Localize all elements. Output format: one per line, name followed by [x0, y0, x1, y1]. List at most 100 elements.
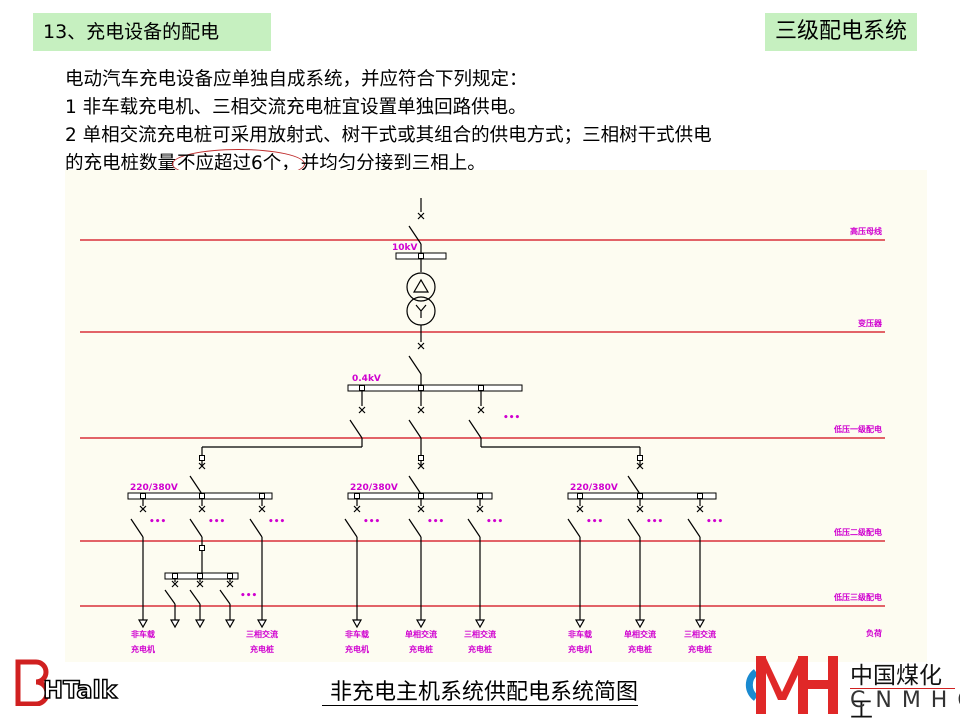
connection-node	[172, 573, 178, 579]
load-arrow-icon	[137, 619, 149, 629]
bus-10kv-label: 10kV	[392, 243, 418, 253]
ellipsis: •••	[268, 517, 285, 527]
load-arrow-icon	[634, 619, 646, 629]
ellipsis: •••	[503, 413, 520, 423]
breaker-x-icon	[696, 505, 704, 513]
switch-blade	[408, 419, 422, 439]
load-label-line2: 充电机	[131, 644, 155, 654]
switch-blade	[408, 518, 422, 538]
switch-blade	[249, 518, 263, 538]
load-arrow-icon	[224, 619, 236, 629]
ellipsis: •••	[646, 517, 663, 527]
figure-caption: 非充电主机系统供配电系统简图	[0, 674, 960, 706]
load-label-line2: 充电桩	[688, 644, 712, 654]
breaker-x-icon	[417, 505, 425, 513]
switch-blade	[189, 589, 201, 605]
switch-blade	[349, 419, 363, 439]
logo-en-text: CNMHG	[850, 688, 960, 713]
level-label-4: 低压三级配电	[833, 592, 882, 602]
connection-node	[418, 253, 424, 259]
load-arrow-icon	[415, 619, 427, 629]
bus-220v-label: 220/380V	[130, 483, 178, 493]
breaker-x-icon	[258, 505, 266, 513]
switch-blade	[627, 518, 641, 538]
breaker-x-icon	[417, 406, 425, 414]
load-label-line2: 充电桩	[409, 644, 433, 654]
switch-blade	[130, 518, 144, 538]
body-line-2: 1 非车载充电机、三相交流充电桩宜设置单独回路供电。	[65, 97, 527, 118]
load-label-line1: 三相交流	[684, 629, 716, 639]
breaker-x-icon	[353, 505, 361, 513]
connection-node	[199, 455, 205, 461]
load-arrow-icon	[169, 619, 181, 629]
connection-node	[577, 493, 583, 499]
level-label-0: 高压母线	[850, 226, 882, 236]
topic-tag: 三级配电系统	[764, 13, 917, 51]
connection-node	[477, 493, 483, 499]
ellipsis: •••	[706, 517, 723, 527]
switch-blade	[468, 419, 482, 439]
svg-text:HTalk: HTalk	[43, 676, 118, 704]
load-label-line1: 单相交流	[405, 629, 437, 639]
connection-node	[637, 493, 643, 499]
ellipsis: •••	[486, 517, 503, 527]
switch-blade	[687, 518, 701, 538]
bhtalk-logo: HTalk	[15, 659, 119, 706]
breaker-x-icon	[198, 462, 206, 470]
body-line-4: 的充电桩数量不应超过6个，并均匀分接到三相上。	[65, 149, 712, 179]
breaker-x-icon	[417, 342, 425, 350]
load-arrow-icon	[574, 619, 586, 629]
load-label-line2: 充电机	[345, 644, 369, 654]
ellipsis: •••	[149, 517, 166, 527]
switch-blade	[467, 518, 481, 538]
breaker-x-icon	[477, 406, 485, 414]
load-arrow-icon	[194, 619, 206, 629]
breaker-x-icon	[198, 505, 206, 513]
load-arrow-icon	[694, 619, 706, 629]
connection-node	[418, 385, 424, 391]
breaker-x-icon	[576, 505, 584, 513]
load-arrow-icon	[474, 619, 486, 629]
body-line-4a: 的充电桩数量	[65, 153, 177, 174]
connection-node	[227, 573, 233, 579]
load-label-line2: 充电桩	[250, 644, 274, 654]
level-label-1: 变压器	[858, 318, 883, 328]
bus-220v-label: 220/380V	[570, 483, 618, 493]
cnmhg-logo: 中国煤化工 CNMHG	[742, 652, 960, 723]
breaker-x-icon	[196, 580, 204, 588]
ellipsis: •••	[240, 591, 257, 601]
load-label-line1: 三相交流	[464, 629, 496, 639]
ellipsis: •••	[427, 517, 444, 527]
switch-blade	[189, 475, 203, 495]
ellipsis: •••	[208, 517, 225, 527]
switch-blade	[408, 355, 422, 375]
load-label-line1: 三相交流	[246, 629, 278, 639]
connection-node	[197, 573, 203, 579]
breaker-x-icon	[417, 212, 425, 220]
transformer-primary-icon	[406, 272, 436, 302]
breaker-x-icon	[417, 462, 425, 470]
ellipsis: •••	[363, 517, 380, 527]
switch-blade	[344, 518, 358, 538]
connection-node	[359, 385, 365, 391]
section-tag: 13、充电设备的配电	[33, 13, 271, 51]
connection-node	[637, 455, 643, 461]
body-line-1: 电动汽车充电设备应单独自成系统，并应符合下列规定：	[65, 69, 528, 90]
connection-node	[354, 493, 360, 499]
switch-blade	[164, 589, 176, 605]
switch-blade	[627, 475, 641, 495]
connection-node	[418, 493, 424, 499]
connection-node	[418, 455, 424, 461]
body-text: 电动汽车充电设备应单独自成系统，并应符合下列规定： 1 非车载充电机、三相交流充…	[65, 66, 712, 179]
bus-04kv-label: 0.4kV	[352, 374, 381, 384]
breaker-x-icon	[226, 580, 234, 588]
connection-node	[259, 493, 265, 499]
load-label-line1: 非车载	[131, 629, 155, 639]
load-label-line2: 充电桩	[468, 644, 492, 654]
cnmhg-mark-icon	[745, 656, 838, 714]
bus-220v-label: 220/380V	[350, 483, 398, 493]
switch-blade	[567, 518, 581, 538]
delta-icon	[412, 278, 430, 293]
breaker-x-icon	[171, 580, 179, 588]
level-label-5: 负荷	[866, 628, 882, 638]
